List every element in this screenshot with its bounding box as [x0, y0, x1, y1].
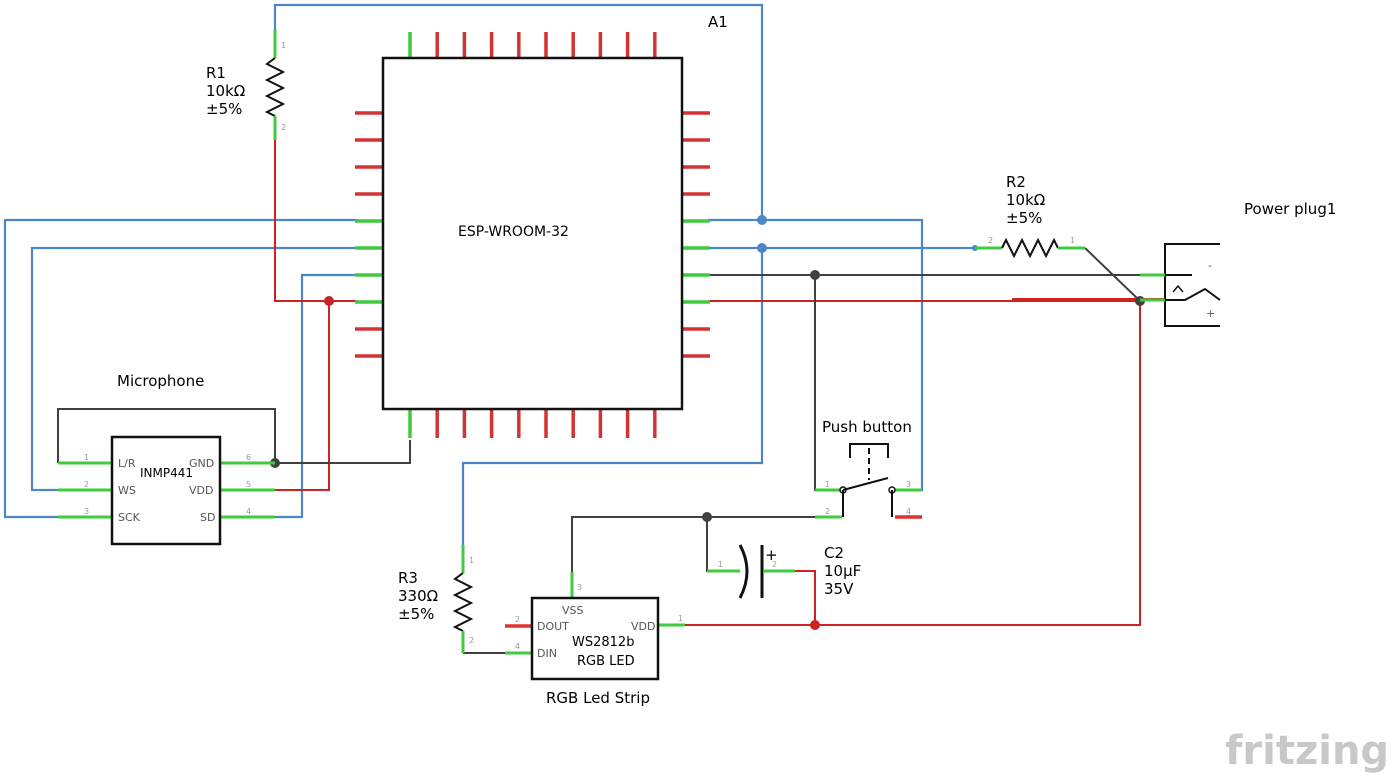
r1-pin1: 1 [281, 41, 286, 50]
led-dout: DOUT [537, 620, 569, 633]
module-name: ESP-WROOM-32 [458, 224, 569, 240]
mic-num-5: 5 [246, 480, 251, 489]
signal-wires [3, 3, 975, 545]
r2-designator: R2 [1006, 173, 1026, 191]
resistor-r3: 1 2 R3 330Ω ±5% [398, 545, 474, 653]
wire-cap-vcc [795, 570, 816, 625]
resistor-r1: 1 2 R1 10kΩ ±5% [206, 30, 286, 140]
cap-value: 10µF [824, 562, 861, 580]
button-title: Push button [822, 418, 912, 436]
capacitor-c2: + 1 2 C2 10µF 35V [707, 544, 861, 599]
r3-tolerance: ±5% [398, 605, 434, 623]
junction-3v3 [324, 296, 334, 306]
power-plug: Power plug1 - + [1140, 200, 1336, 327]
push-button: Push button 1 2 3 4 [815, 418, 922, 519]
junctions [270, 215, 1145, 630]
wire-led-gnd [571, 516, 838, 585]
led-vdd: VDD [631, 620, 655, 633]
led-vss-num: 3 [577, 583, 582, 592]
wire-gnd-button [814, 275, 838, 491]
r3-value: 330Ω [398, 587, 438, 605]
rgb-led: VSS 3 DOUT 2 DIN 4 VDD 1 WS2812b RGB LED… [505, 572, 685, 707]
r1-pin2: 2 [281, 123, 286, 132]
module-designator: A1 [708, 13, 728, 31]
mic-pin-gnd: GND [189, 457, 214, 470]
mic-title: Microphone [117, 372, 204, 390]
led-desc: RGB LED [577, 654, 635, 669]
junction-io16 [757, 243, 767, 253]
wire-io16-led [461, 248, 764, 545]
mic-num-3: 3 [84, 507, 89, 516]
led-din-num: 4 [515, 642, 520, 651]
mic-pin-sck: SCK [118, 511, 141, 524]
button-pin3: 3 [906, 480, 911, 489]
junction-gnd [810, 270, 820, 280]
r3-pin2: 2 [469, 636, 474, 645]
r1-value: 10kΩ [206, 82, 245, 100]
mic-pin-vdd: VDD [189, 484, 213, 497]
mic-num-6: 6 [246, 453, 251, 462]
mic-pin-ws: WS [118, 484, 136, 497]
cap-pin1: 1 [718, 560, 723, 569]
cap-pin2: 2 [772, 560, 777, 569]
microphone: Microphone INMP441 L/R WS SCK GND VDD SD… [58, 372, 275, 546]
mic-pin-lr: L/R [118, 457, 136, 470]
junction-led-vdd [810, 620, 820, 630]
r2-pin1: 1 [1070, 236, 1075, 245]
junction-io17 [757, 215, 767, 225]
cap-voltage: 35V [824, 580, 854, 598]
mic-num-1: 1 [84, 453, 89, 462]
plug-plus: + [1206, 307, 1215, 320]
mic-num-2: 2 [84, 480, 89, 489]
led-chip: WS2812b [572, 635, 634, 650]
cap-plus: + [765, 546, 778, 564]
led-dout-num: 2 [515, 615, 520, 624]
wire-vcc-led [685, 301, 1141, 626]
wire-io17 [273, 3, 764, 222]
r2-pin2: 2 [988, 236, 993, 245]
wire-r2-plug [1084, 247, 1141, 302]
led-body [530, 596, 660, 681]
wire-io17-button [762, 218, 924, 492]
button-pin2: 2 [825, 507, 830, 516]
fritzing-logo: fritzing [1225, 728, 1389, 774]
button-pin1: 1 [825, 480, 830, 489]
cap-designator: C2 [824, 544, 844, 562]
wire-io5-sd [248, 273, 358, 519]
resistor-r2: 2 1 R2 10kΩ ±5% [975, 173, 1085, 259]
r3-designator: R3 [398, 569, 418, 587]
r2-tolerance: ±5% [1006, 209, 1042, 227]
button-pin4: 4 [906, 507, 911, 516]
led-vss: VSS [562, 604, 584, 617]
plug-minus: - [1208, 259, 1212, 272]
led-vdd-num: 1 [678, 614, 683, 623]
wire-io19-sck [3, 218, 358, 519]
junction-cap-gnd [702, 512, 712, 522]
wire-io23-ws [30, 246, 358, 492]
r3-pin1: 1 [469, 556, 474, 565]
esp32-body [381, 56, 684, 411]
r2-value: 10kΩ [1006, 191, 1045, 209]
mic-num-4: 4 [246, 507, 251, 516]
led-din: DIN [537, 647, 557, 660]
wire-mic-esp-gnd [275, 440, 411, 464]
mic-chip: INMP441 [140, 466, 193, 480]
plug-title: Power plug1 [1244, 200, 1336, 218]
r1-tolerance: ±5% [206, 100, 242, 118]
mic-body [110, 435, 222, 546]
r1-designator: R1 [206, 64, 226, 82]
mic-pin-sd: SD [200, 511, 215, 524]
led-title: RGB Led Strip [546, 689, 650, 707]
